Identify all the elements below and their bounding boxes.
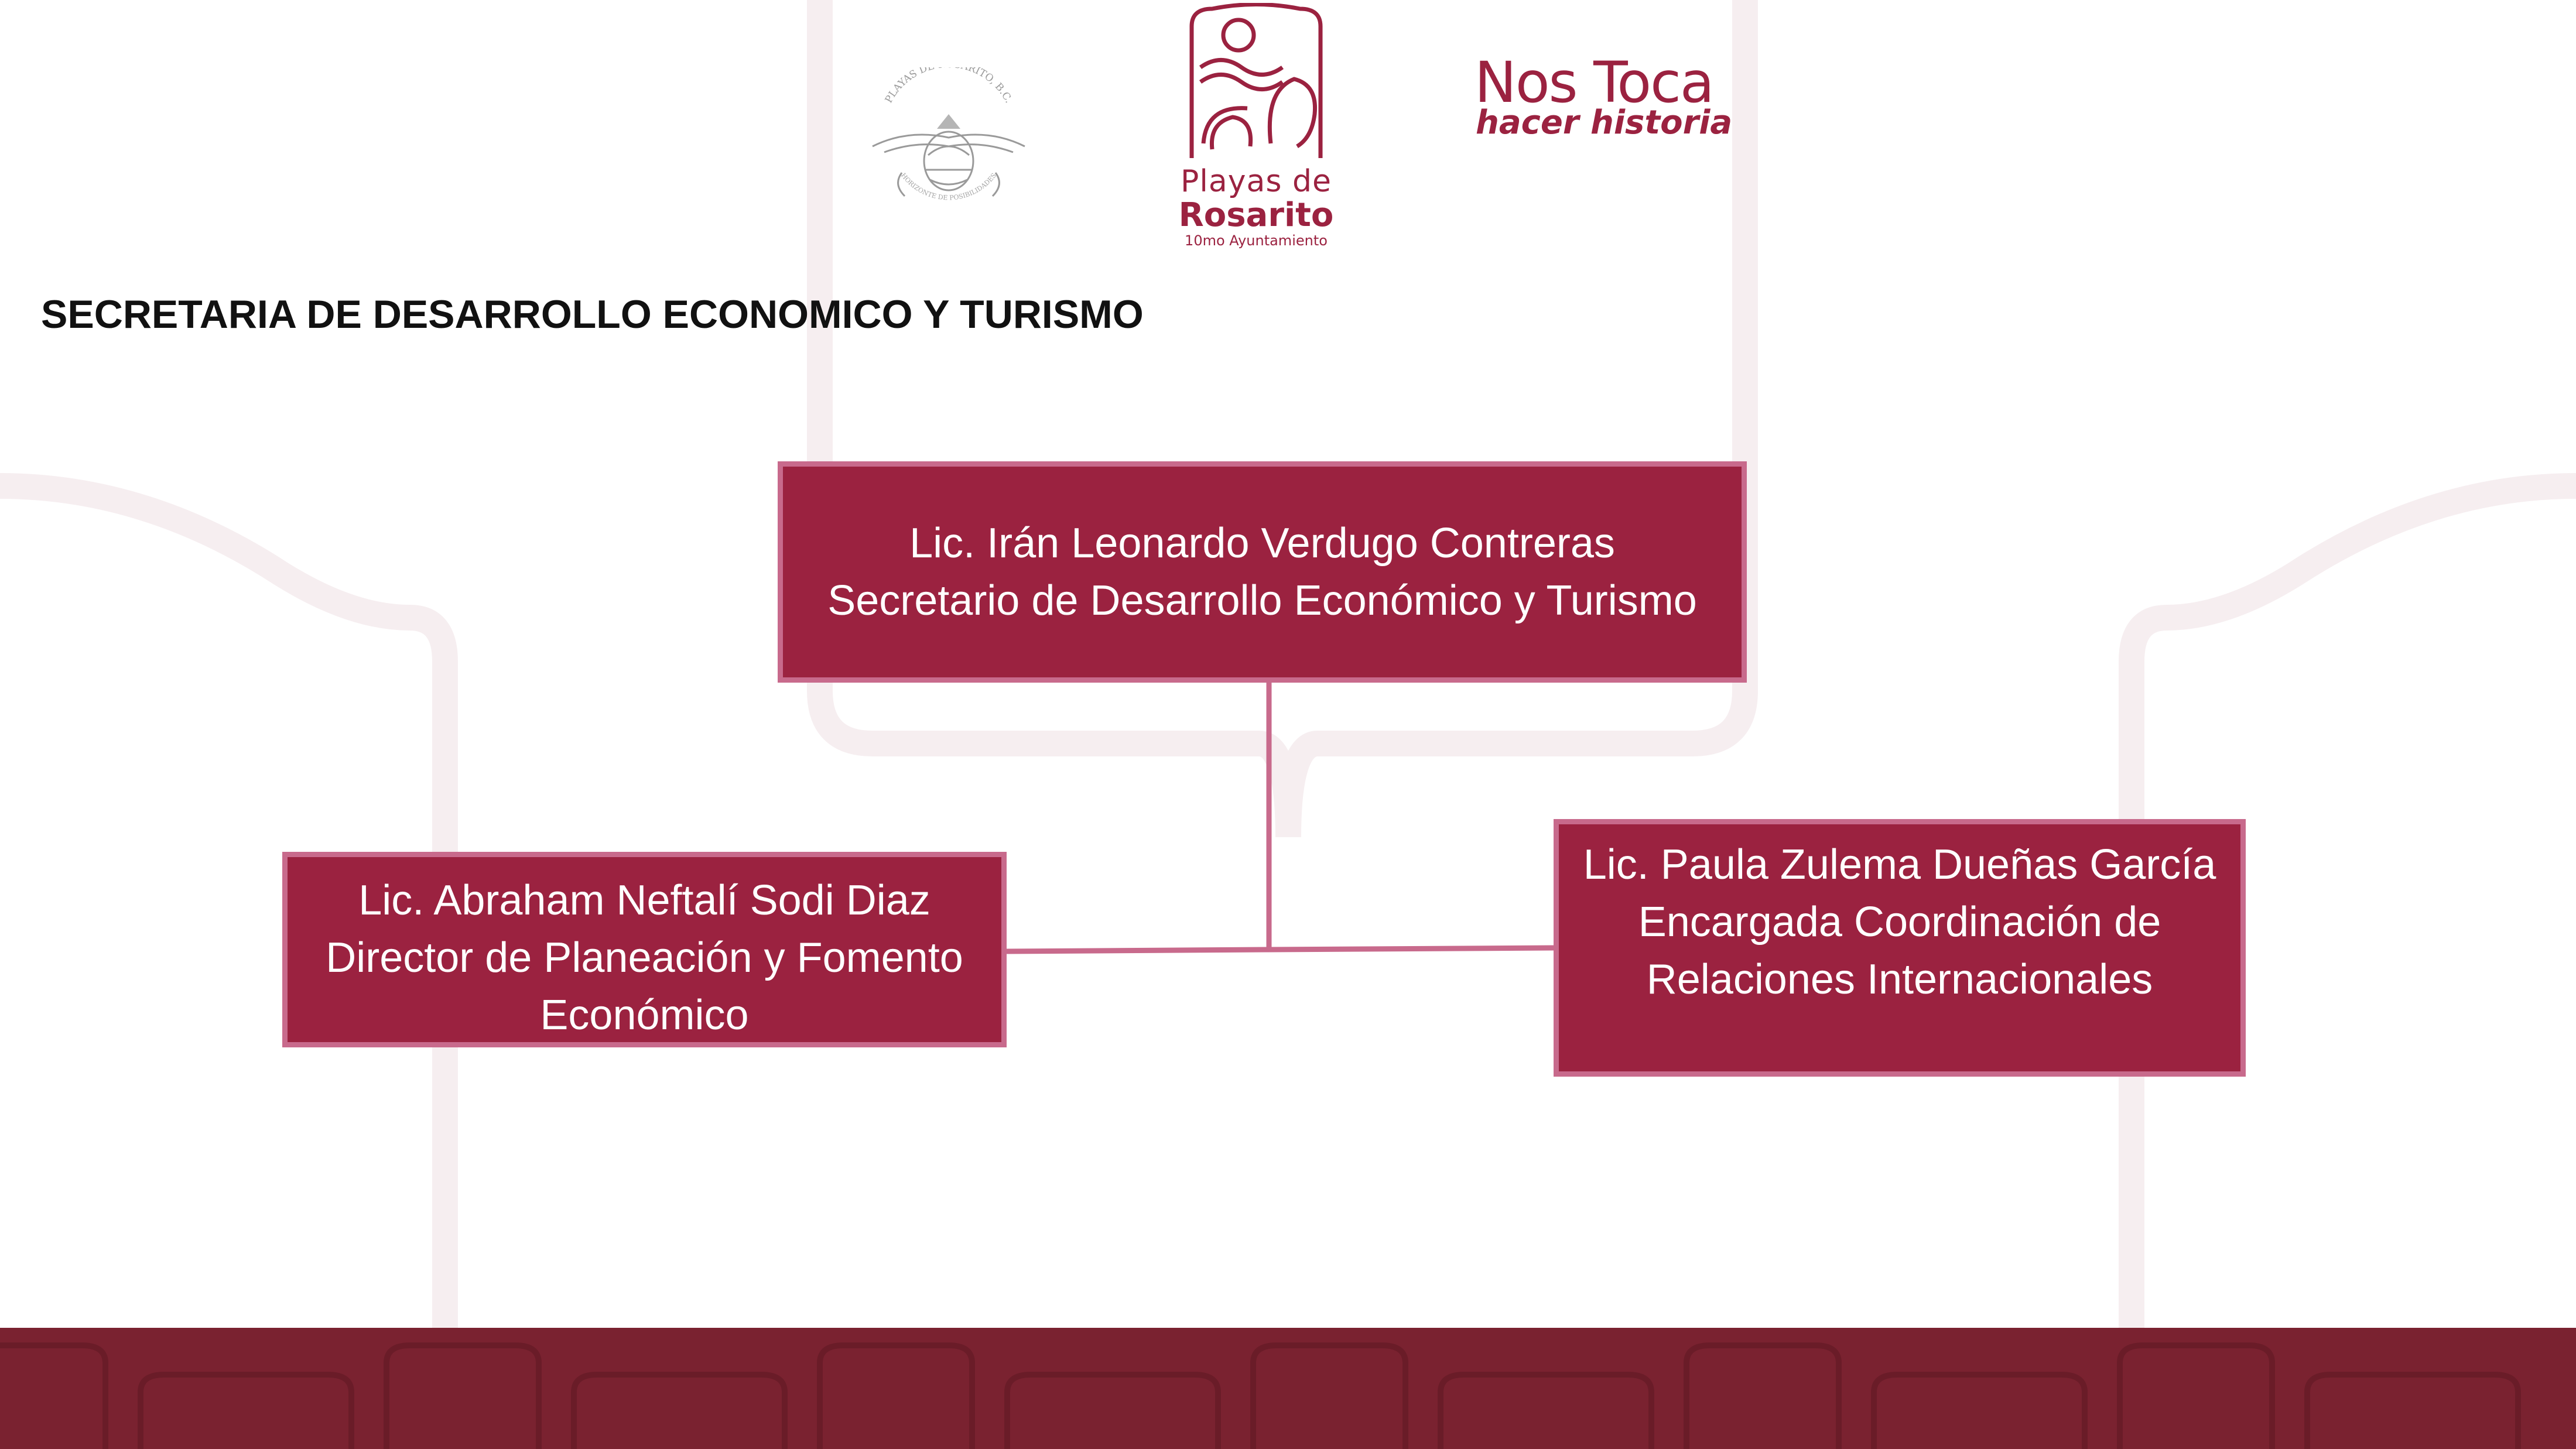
org-node-international-relations: Lic. Paula Zulema Dueñas García Encargad… (1554, 819, 2246, 1077)
international-relations-role-line1: Encargada Coordinación de (1638, 899, 2161, 946)
footer-pattern (0, 1342, 2521, 1449)
secretary-role: Secretario de Desarrollo Económico y Tur… (827, 577, 1697, 624)
connector-left (1006, 947, 1270, 954)
planning-director-name: Lic. Abraham Neftalí Sodi Diaz (358, 877, 930, 924)
secretary-name: Lic. Irán Leonardo Verdugo Contreras (909, 520, 1615, 567)
connector-right (1268, 945, 1554, 953)
playas-de-rosarito-logo: Playas de Rosarito 10mo Ayuntamiento (1177, 2, 1335, 249)
nos-toca-logo: Nos Toca hacer historia (1470, 50, 1732, 143)
planning-director-role-line1: Director de Planeación y Fomento (326, 934, 963, 981)
org-node-secretary: Lic. Irán Leonardo Verdugo Contreras Sec… (778, 461, 1747, 683)
international-relations-name: Lic. Paula Zulema Dueñas García (1583, 841, 2216, 888)
playas-logo-line2: Rosarito (1178, 196, 1334, 234)
playas-logo-line1: Playas de (1181, 164, 1332, 199)
nos-toca-logo-line1: Nos Toca (1475, 50, 1715, 115)
playas-logo-line3: 10mo Ayuntamiento (1185, 232, 1328, 249)
planning-director-role-line2: Económico (540, 992, 749, 1039)
page-title: SECRETARIA DE DESARROLLO ECONOMICO Y TUR… (41, 292, 1144, 337)
international-relations-role-line2: Relaciones Internacionales (1646, 956, 2153, 1003)
footer-band (0, 1328, 2576, 1449)
org-node-planning-director: Lic. Abraham Neftalí Sodi Diaz Director … (282, 852, 1007, 1047)
playas-de-rosarito-emblem-icon (1189, 2, 1323, 158)
nos-toca-logo-line2: hacer historia (1476, 104, 1733, 142)
